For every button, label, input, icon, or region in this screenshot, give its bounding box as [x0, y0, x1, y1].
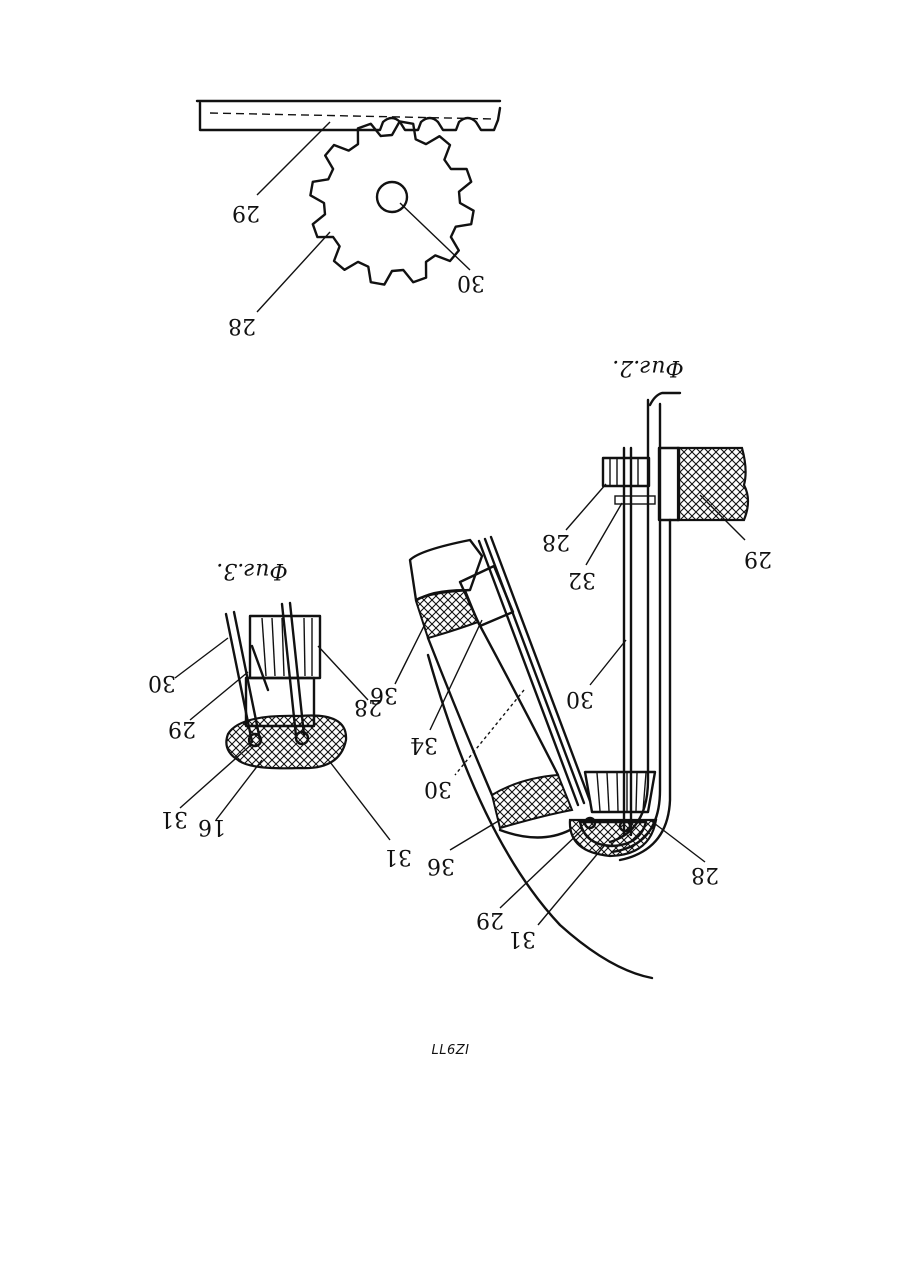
label-29-fig2-upper: 29 — [744, 546, 772, 571]
label-28-fig2-lower: 28 — [691, 862, 719, 887]
bottom-lip — [500, 830, 570, 838]
cable-top-hook — [650, 393, 680, 405]
label-29-fig2-lower: 29 — [476, 907, 504, 932]
gear-outline — [310, 121, 473, 284]
label-28-top: 28 — [228, 313, 256, 338]
document-code: LL6ZI — [0, 1043, 901, 1058]
upper-hatched-block — [678, 448, 748, 520]
cable-outer — [610, 400, 648, 842]
slanted-rod-a — [479, 541, 578, 805]
figure-3-base-hatch — [226, 716, 346, 769]
label-28-fig3: 28 — [354, 694, 382, 719]
figure-2-mechanism: Фиг.2. — [370, 355, 772, 978]
label-31-fig2: 31 — [508, 926, 536, 951]
rack-and-gear-figure: 29 30 28 — [197, 101, 500, 338]
label-34-fig2: 34 — [410, 732, 438, 757]
figure-2-caption: Фиг.2. — [612, 355, 684, 380]
upper-clamp — [659, 448, 679, 520]
figure-3-detail: Фиг.3. 30 29 28 31 16 31 — [148, 558, 412, 869]
rack-hidden-line — [210, 113, 495, 119]
leader-29-top — [257, 122, 330, 195]
label-16-fig3: 16 — [198, 814, 226, 839]
label-36-fig2-lower: 36 — [427, 853, 455, 878]
rack-toothed-edge — [200, 103, 500, 130]
label-30-fig2-shaft: 30 — [566, 686, 594, 711]
label-31-fig3-right: 31 — [384, 844, 412, 869]
spur-gear — [310, 121, 473, 284]
gear-shaft-hole — [377, 182, 407, 212]
label-29-top: 29 — [232, 200, 260, 225]
label-32-fig2: 32 — [568, 567, 596, 592]
label-30-top: 30 — [457, 270, 485, 295]
label-29-fig3: 29 — [168, 716, 196, 741]
sleeve-left-edge — [428, 638, 492, 795]
label-30-fig2-arm: 30 — [424, 776, 452, 801]
leader-30-top — [400, 203, 470, 270]
label-30-fig3: 30 — [148, 670, 176, 695]
upper-sleeve-body — [410, 540, 482, 600]
label-31-fig3-left: 31 — [160, 806, 188, 831]
lower-gear-teeth — [597, 773, 646, 811]
leader-28-top — [257, 232, 330, 312]
figure-3-caption: Фиг.3. — [216, 558, 288, 583]
label-28-fig2-upper: 28 — [542, 529, 570, 554]
lower-sleeve-hatch — [492, 775, 572, 828]
